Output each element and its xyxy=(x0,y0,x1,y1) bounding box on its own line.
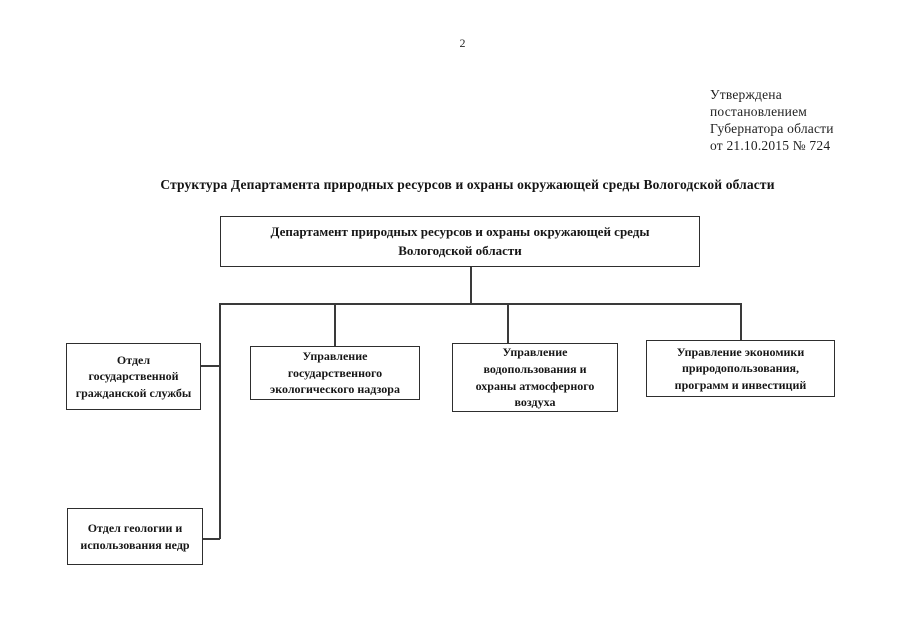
org-box-geology: Отдел геологии и использования недр xyxy=(67,508,203,565)
page-number: 2 xyxy=(459,36,466,50)
connector-root-drop xyxy=(470,267,472,304)
connector-left-vertical xyxy=(219,303,221,539)
approval-line: Губернатора области xyxy=(710,121,834,136)
connector-main-horizontal xyxy=(219,303,741,305)
org-box-water-air: Управление водопользования и охраны атмо… xyxy=(452,343,618,412)
org-box-label: Управление экономики природопользования,… xyxy=(674,344,807,392)
org-box-civil-service: Отдел государственной гражданской службы xyxy=(66,343,201,410)
connector-stub-geology xyxy=(203,538,220,540)
org-box-label: Департамент природных ресурсов и охраны … xyxy=(270,223,650,258)
document-title: Структура Департамента природных ресурсо… xyxy=(160,177,775,192)
connector-stub-civil-service xyxy=(201,365,220,367)
connector-drop-water-air xyxy=(507,303,509,344)
connector-drop-economics xyxy=(740,303,742,341)
org-box-label: Отдел геологии и использования недр xyxy=(80,520,190,552)
org-box-label: Управление государственного экологическо… xyxy=(270,349,400,397)
approval-line: постановлением xyxy=(710,104,808,119)
org-box-eco-supervision: Управление государственного экологическо… xyxy=(250,346,420,400)
org-box-department-root: Департамент природных ресурсов и охраны … xyxy=(220,216,700,267)
org-box-economics: Управление экономики природопользования,… xyxy=(646,340,835,397)
connector-drop-eco-supervision xyxy=(334,303,336,347)
approval-note: Утверждена постановлением Губернатора об… xyxy=(710,86,834,154)
org-box-label: Управление водопользования и охраны атмо… xyxy=(475,345,595,410)
org-box-label: Отдел государственной гражданской службы xyxy=(75,352,192,400)
approval-line: от 21.10.2015 № 724 xyxy=(710,138,831,153)
approval-line: Утверждена xyxy=(710,87,782,102)
